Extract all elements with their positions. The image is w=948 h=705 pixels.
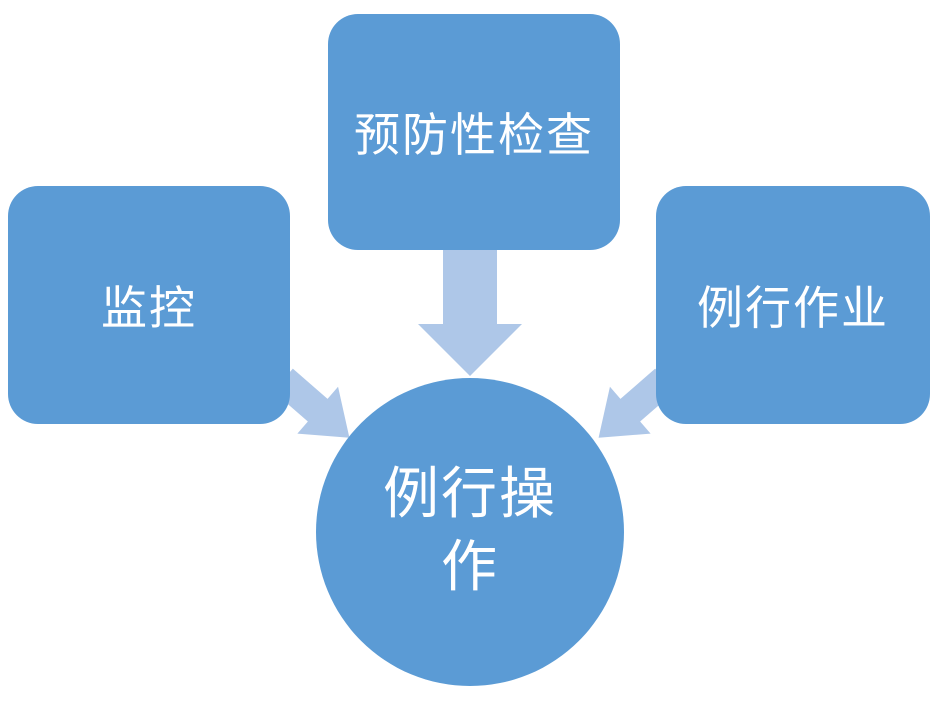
node-preventive-inspection-label: 预防性检查 (354, 110, 594, 161)
node-routine-work: 例行作业 (656, 186, 930, 424)
node-routine-operation: 例行操作 (316, 378, 624, 686)
arrow-top-to-center-icon (418, 248, 522, 376)
node-preventive-inspection: 预防性检查 (328, 14, 620, 250)
node-monitoring-label: 监控 (101, 283, 197, 334)
node-routine-work-label: 例行作业 (697, 283, 889, 334)
node-monitoring: 监控 (8, 186, 290, 424)
node-routine-operation-label: 例行操作 (383, 464, 557, 599)
